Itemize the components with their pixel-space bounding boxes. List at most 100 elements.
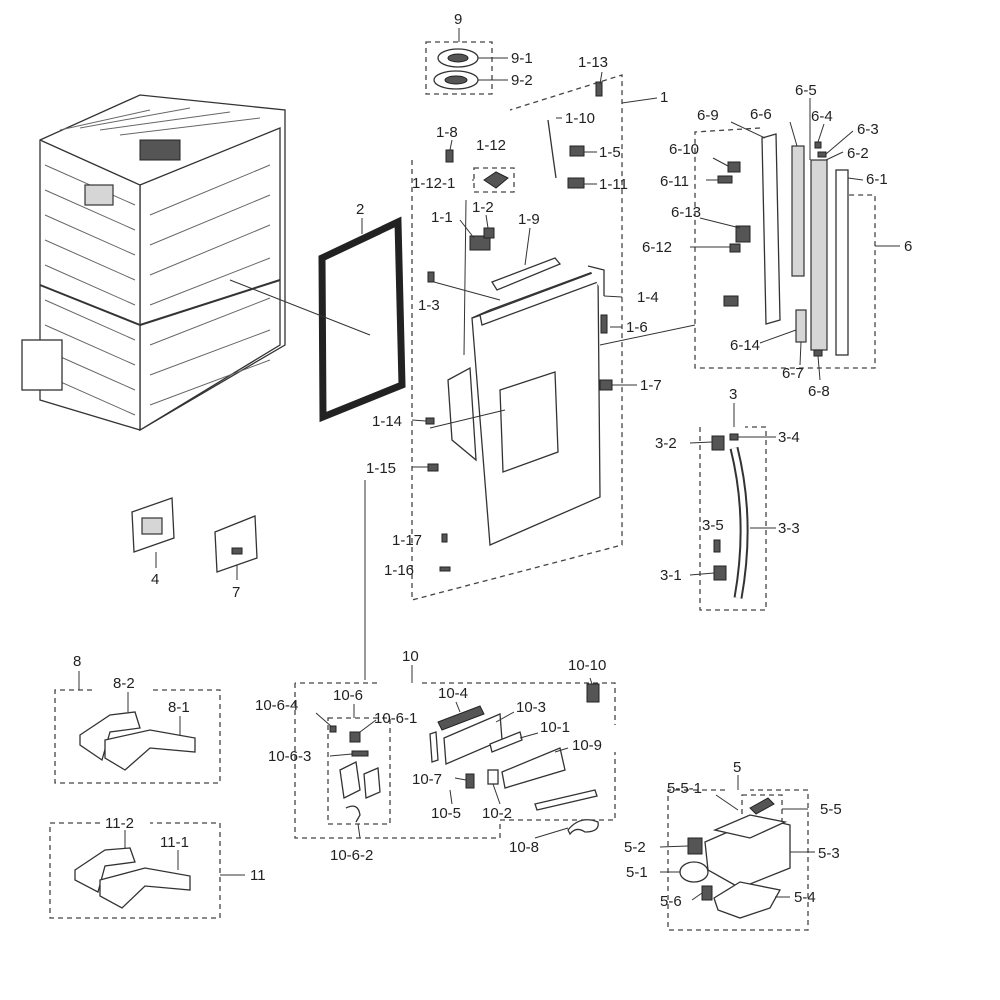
label-10-6: 10-6: [333, 687, 363, 704]
label-8-2: 8-2: [113, 675, 135, 692]
part-10-10: [586, 683, 600, 703]
label-1-7: 1-7: [640, 377, 662, 394]
part-10-1: [489, 731, 523, 753]
part-6-14: [723, 295, 739, 307]
part-1-16: [439, 566, 451, 572]
part-3-5: [713, 539, 721, 553]
group-8-box: [54, 689, 221, 784]
part-6-2: [810, 159, 828, 351]
part-10-6-3: [351, 750, 369, 757]
label-6-14: 6-14: [730, 337, 760, 354]
part-1-15: [427, 463, 439, 472]
label-6-13: 6-13: [671, 204, 701, 221]
bracket-part-4: [131, 497, 175, 553]
label-3: 3: [729, 386, 737, 403]
part-6-9: [761, 133, 781, 325]
part-1-1: [469, 235, 491, 251]
part-11-1: [99, 867, 191, 909]
part-5-1: [679, 861, 709, 883]
label-10-4: 10-4: [438, 685, 468, 702]
label-3-4: 3-4: [778, 429, 800, 446]
label-3-1: 3-1: [660, 567, 682, 584]
part-3-1: [713, 565, 727, 581]
part-1-4: [587, 265, 605, 296]
part-6-7: [795, 309, 807, 343]
cover-part-7: [214, 515, 258, 573]
label-2: 2: [356, 201, 364, 218]
label-6-2: 6-2: [847, 145, 869, 162]
part-10-6-1: [349, 731, 361, 743]
label-10-6-4: 10-6-4: [255, 697, 298, 714]
part-8-1: [104, 729, 196, 771]
label-10-2: 10-2: [482, 805, 512, 822]
part-10-6-4: [329, 725, 337, 733]
label-1-15: 1-15: [366, 460, 396, 477]
label-8-1: 8-1: [168, 699, 190, 716]
part-10-6-b: [363, 767, 381, 799]
part-1-2: [483, 227, 495, 239]
group-11-box: [49, 822, 221, 919]
group-3-box: [699, 426, 767, 611]
part-6-4: [814, 141, 822, 149]
label-5-5-1: 5-5-1: [667, 780, 702, 797]
part-1-9: [491, 257, 562, 291]
label-6-9: 6-9: [697, 107, 719, 124]
label-6-6: 6-6: [750, 106, 772, 123]
label-1-16: 1-16: [384, 562, 414, 579]
label-6-4: 6-4: [811, 108, 833, 125]
part-1-5: [569, 145, 585, 157]
label-10-6-3: 10-6-3: [268, 748, 311, 765]
door-panel: [447, 269, 608, 546]
label-1-1: 1-1: [431, 209, 453, 226]
label-11-1: 11-1: [160, 834, 189, 851]
label-5-4: 5-4: [794, 889, 816, 906]
label-7: 7: [232, 584, 240, 601]
part-1-8: [445, 149, 454, 163]
part-5-4: [713, 881, 782, 919]
part-8-2: [79, 711, 141, 762]
part-6-1: [835, 169, 849, 356]
label-5-3: 5-3: [818, 845, 840, 862]
part-1-10: [547, 119, 557, 179]
part-10-8a: [534, 789, 598, 811]
label-10-3: 10-3: [516, 699, 546, 716]
label-1-6: 1-6: [626, 319, 648, 336]
part-10-7: [465, 773, 475, 789]
label-1-17: 1-17: [392, 532, 422, 549]
part-10-9: [501, 747, 566, 789]
label-9-1: 9-1: [511, 50, 533, 67]
label-10-9: 10-9: [572, 737, 602, 754]
part-5-6: [701, 885, 713, 901]
part-1-13: [595, 81, 603, 97]
label-3-3: 3-3: [778, 520, 800, 537]
label-5: 5: [733, 759, 741, 776]
part-10-6-a: [339, 761, 361, 799]
group-6-box: [694, 127, 876, 369]
part-10-4: [437, 705, 485, 731]
label-4: 4: [151, 571, 159, 588]
part-5-5-1: [749, 797, 775, 815]
label-1: 1: [660, 89, 668, 106]
label-11-2: 11-2: [105, 815, 134, 832]
label-10-5: 10-5: [431, 805, 461, 822]
label-5-2: 5-2: [624, 839, 646, 856]
part-1-14: [425, 417, 435, 425]
part-6-12: [729, 243, 741, 253]
part-3-4: [729, 433, 739, 441]
label-6-7: 6-7: [782, 365, 804, 382]
part-1-17: [441, 533, 448, 543]
label-1-12-1: 1-12-1: [412, 175, 455, 192]
part-1-11: [567, 177, 585, 189]
group-5-box: [667, 789, 809, 931]
part-6-8: [813, 349, 823, 357]
group-10-box: [294, 683, 616, 839]
group-10-6-box: [327, 717, 391, 825]
label-1-4: 1-4: [637, 289, 659, 306]
label-6-5: 6-5: [795, 82, 817, 99]
part-10-2: [487, 769, 499, 785]
group-1-box: [411, 74, 623, 601]
label-10-1: 10-1: [540, 719, 570, 736]
label-6: 6: [904, 238, 912, 255]
part-5-2: [687, 837, 703, 855]
label-1-3: 1-3: [418, 297, 440, 314]
